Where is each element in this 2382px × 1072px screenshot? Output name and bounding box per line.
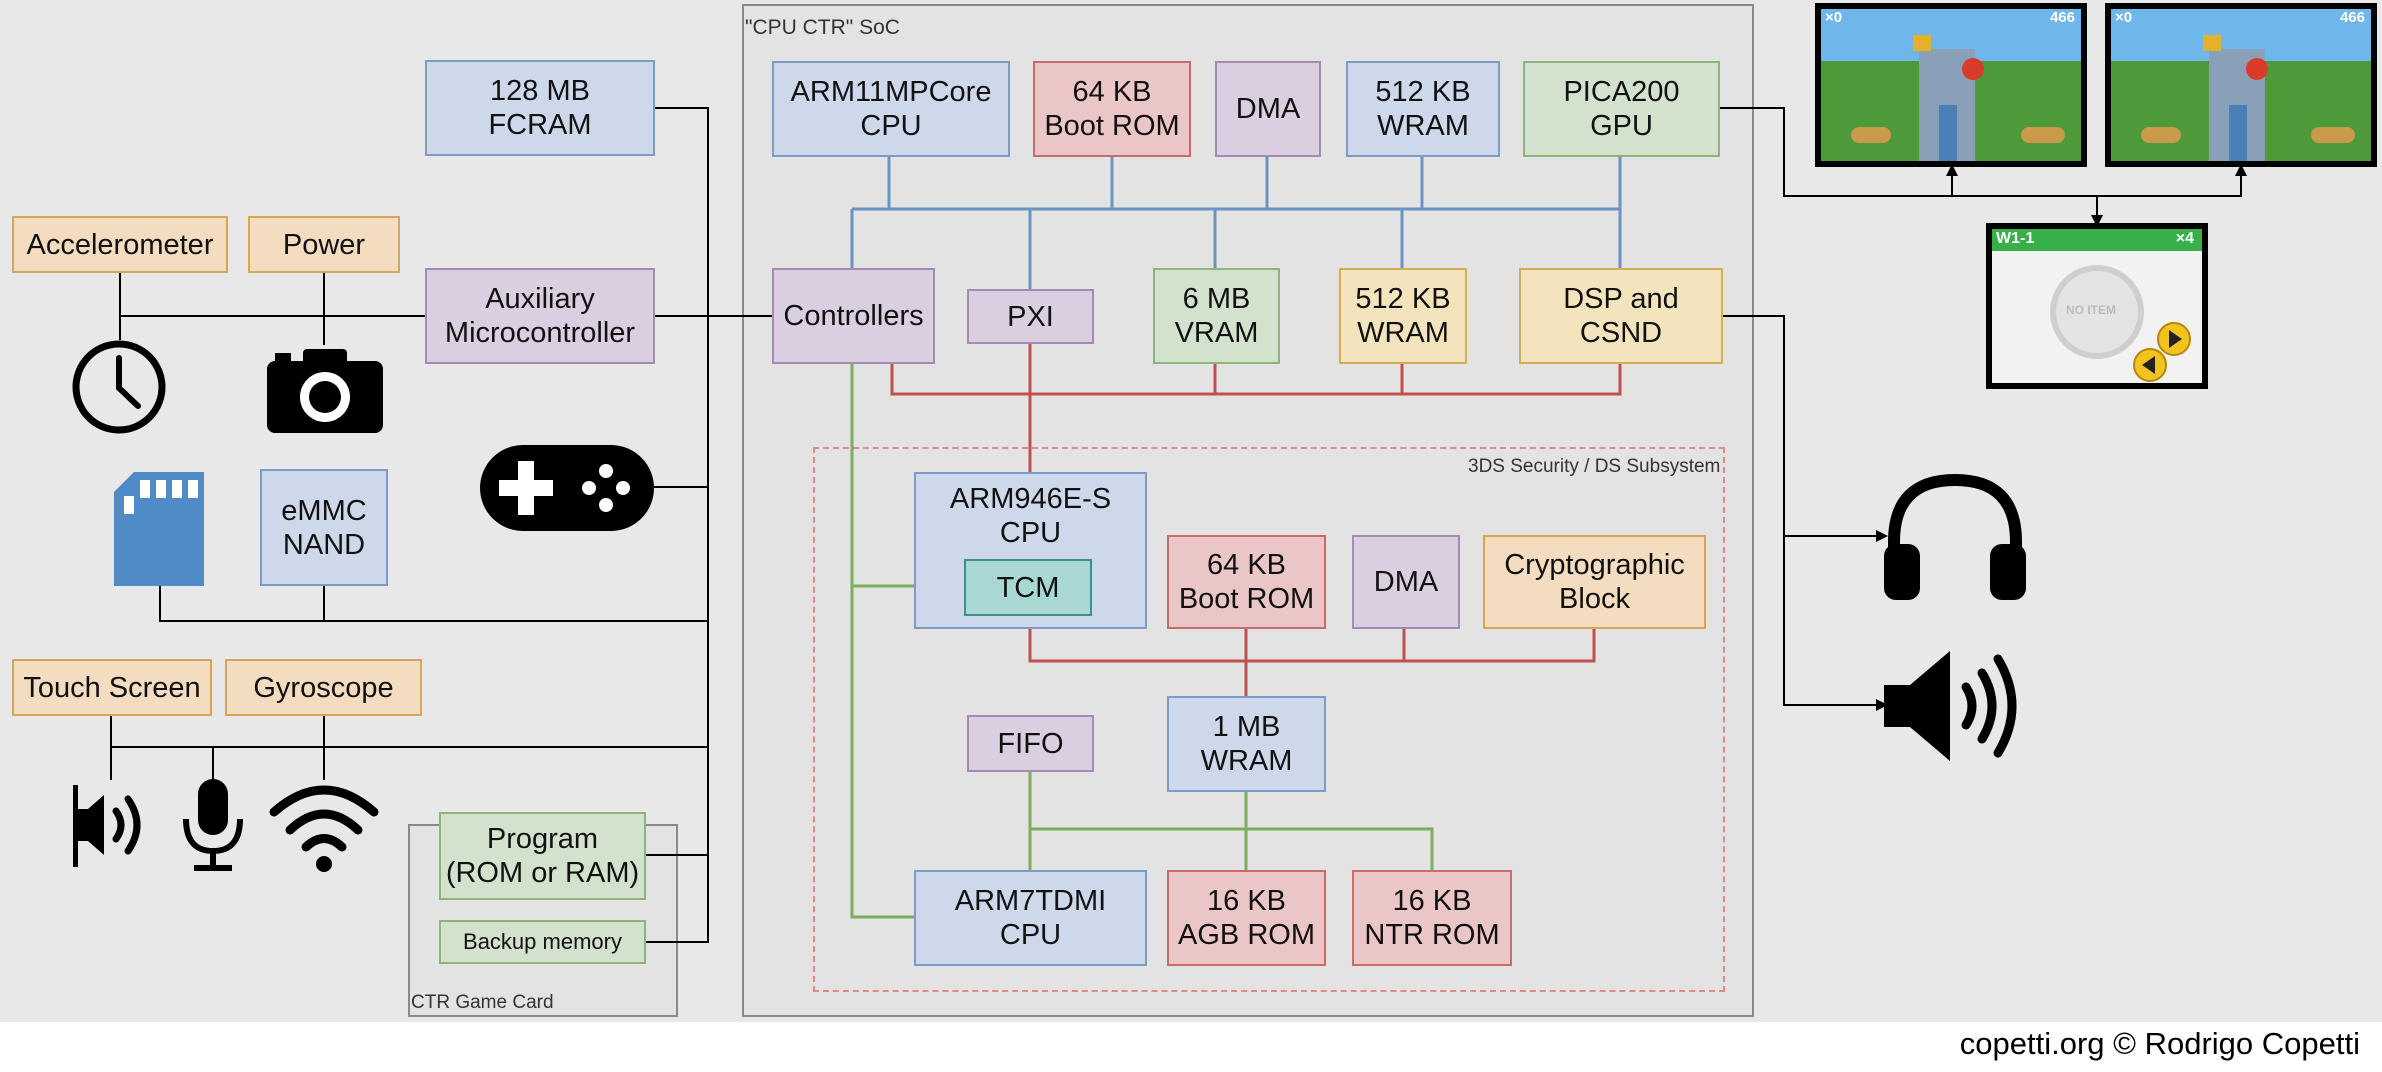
- footer-credit: copetti.org © Rodrigo Copetti: [1959, 1026, 2360, 1061]
- wifi-icon: [269, 785, 379, 872]
- item-slot-label: NO ITEM: [2066, 303, 2116, 317]
- arm11-dma-box: DMA: [1215, 61, 1321, 157]
- time-counter: 466: [2049, 9, 2075, 26]
- controllers-box: Controllers: [772, 268, 935, 364]
- fcram-box: 128 MB FCRAM: [425, 60, 655, 156]
- gamepad-icon: [480, 445, 654, 531]
- arrowheads: [1876, 164, 2247, 711]
- arm11-wram-box: 512 KB WRAM: [1346, 61, 1500, 157]
- fifo-box: FIFO: [967, 715, 1094, 772]
- tcm-box: TCM: [964, 559, 1092, 616]
- arm11-bootrom-box: 64 KB Boot ROM: [1033, 61, 1191, 157]
- clock-icon: [72, 340, 166, 434]
- accelerometer-box: Accelerometer: [12, 216, 228, 273]
- touch-screen-box: Touch Screen: [12, 659, 212, 716]
- aux-mcu-box: Auxiliary Microcontroller: [425, 268, 655, 364]
- world-label: W1-1: [1996, 230, 2035, 247]
- arm7-cpu-box: ARM7TDMI CPU: [914, 870, 1147, 966]
- top-screen-right: ×0 466: [2105, 3, 2377, 167]
- arm9-cpu-box: ARM946E-S CPU: [914, 472, 1147, 629]
- top-screen-left: ×0 466: [1815, 3, 2087, 167]
- coin-counter: ×0: [1825, 9, 1843, 26]
- item-slot: [2050, 265, 2144, 359]
- prev-arrow-icon: [2133, 348, 2167, 382]
- soc-container: [742, 4, 1754, 1017]
- bottom-screen: W1-1 ×4 NO ITEM: [1986, 223, 2208, 389]
- speaker-small-icon: [73, 785, 141, 867]
- next-arrow-icon: [2157, 322, 2191, 356]
- speaker-icon: [1884, 651, 2017, 761]
- power-box: Power: [248, 216, 400, 273]
- dsp-box: DSP and CSND: [1519, 268, 1723, 364]
- crypto-block-box: Cryptographic Block: [1483, 535, 1706, 629]
- wiring-layer: [110, 107, 2247, 943]
- arm9-wram-box: 1 MB WRAM: [1167, 696, 1326, 792]
- soc-title: "CPU CTR" SoC: [745, 16, 900, 39]
- bottom-screen-status-bar: [1992, 229, 2202, 251]
- arm9-bus: [890, 344, 1622, 696]
- sd-card-icon: [114, 472, 204, 586]
- gyroscope-box: Gyroscope: [225, 659, 422, 716]
- security-subsystem-container: [813, 447, 1725, 992]
- gpu-box: PICA200 GPU: [1523, 61, 1720, 157]
- camera-icon: [267, 349, 383, 433]
- program-box: Program (ROM or RAM): [439, 812, 646, 900]
- shared-wram-box: 512 KB WRAM: [1339, 268, 1467, 364]
- agb-rom-box: 16 KB AGB ROM: [1167, 870, 1326, 966]
- vram-box: 6 MB VRAM: [1153, 268, 1280, 364]
- arm7-bus: [850, 364, 1434, 919]
- headphones-icon: [1884, 473, 2026, 600]
- time-counter: 466: [2339, 9, 2365, 26]
- arm9-bootrom-box: 64 KB Boot ROM: [1167, 535, 1326, 629]
- arm11-bus: [850, 156, 1622, 289]
- pxi-box: PXI: [967, 289, 1094, 344]
- arm11-cpu-box: ARM11MPCore CPU: [772, 61, 1010, 157]
- security-subsystem-title: 3DS Security / DS Subsystem: [1468, 456, 1721, 477]
- arm9-dma-box: DMA: [1352, 535, 1460, 629]
- ntr-rom-box: 16 KB NTR ROM: [1352, 870, 1512, 966]
- game-card-title: CTR Game Card: [411, 992, 554, 1013]
- coin-counter: ×0: [2115, 9, 2133, 26]
- microphone-icon: [183, 779, 243, 871]
- lives-counter: ×4: [2175, 230, 2194, 247]
- emmc-box: eMMC NAND: [260, 469, 388, 586]
- backup-memory-box: Backup memory: [439, 920, 646, 964]
